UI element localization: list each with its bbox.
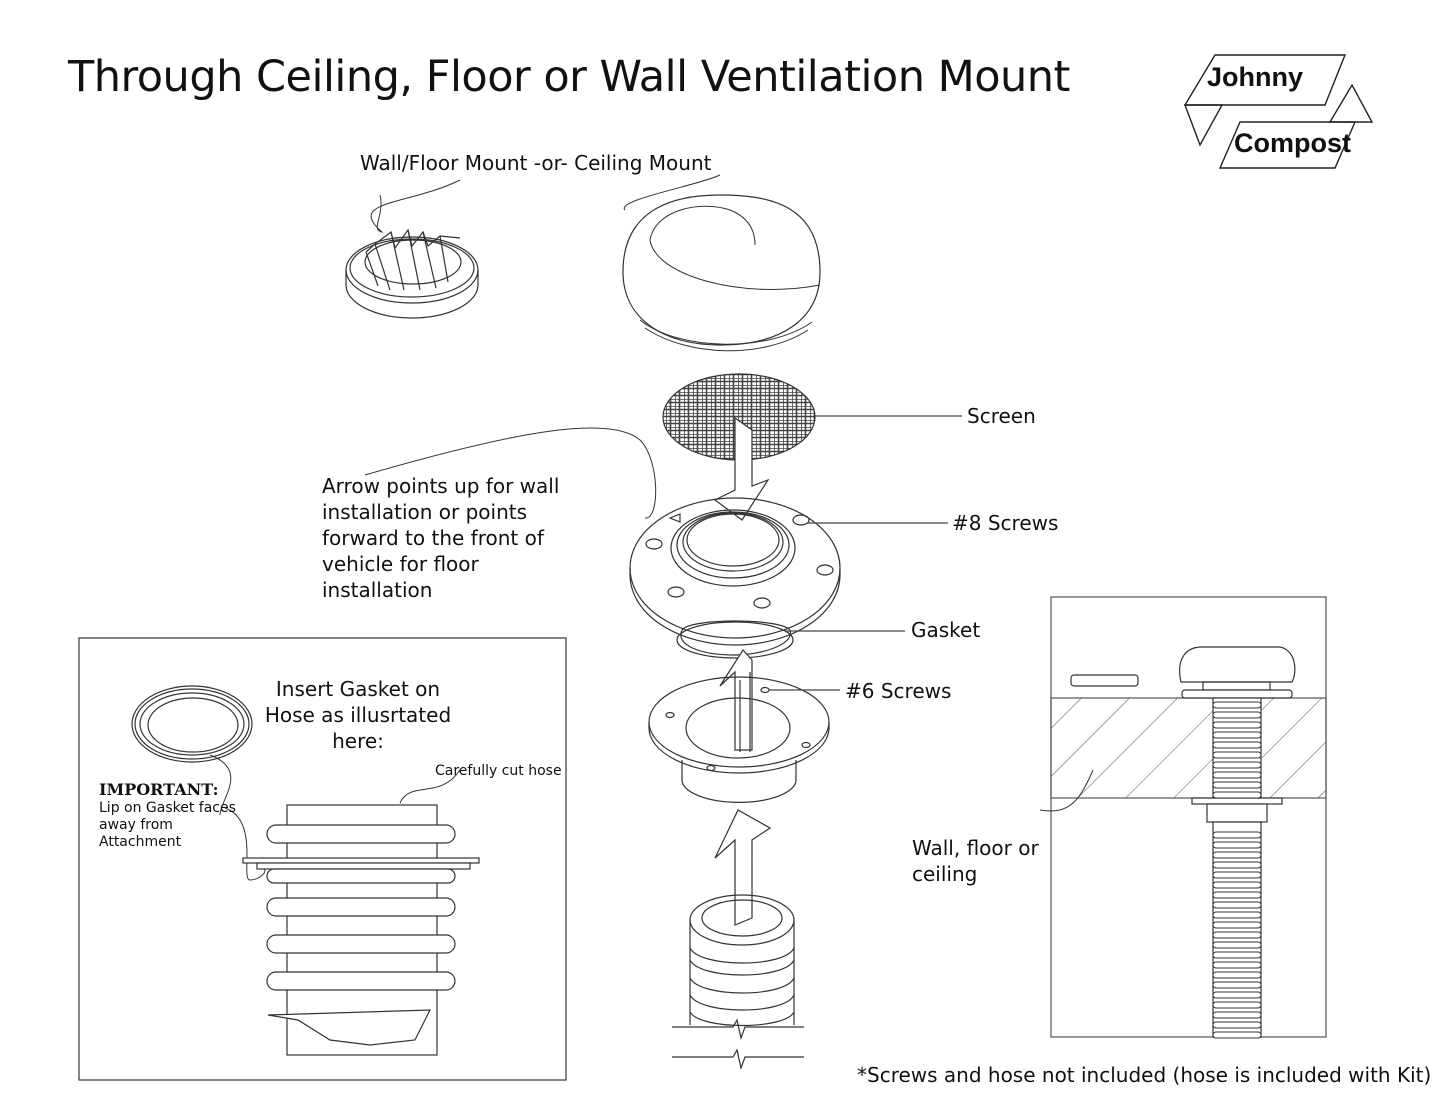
gasket-label: Gasket [911, 618, 981, 642]
inset-heading: Insert Gasket on Hose as illusrtated her… [264, 677, 452, 753]
screw-thread [1212, 741, 1262, 749]
screw-thread [1212, 721, 1262, 729]
wall-floor-mount-part [345, 179, 479, 319]
hose-part [672, 894, 804, 1071]
screw-thread [1212, 911, 1262, 919]
flange-part [364, 427, 948, 646]
direction-arrow-middle [719, 649, 753, 751]
screw-thread [1212, 991, 1262, 999]
gasket-part [676, 620, 905, 659]
screw-thread [1212, 921, 1262, 929]
screw-thread [1212, 871, 1262, 879]
screws6-label: #6 Screws [845, 679, 952, 703]
direction-arrow-upper [713, 416, 770, 521]
hose-adapter-part [648, 672, 840, 803]
screw-thread [1212, 781, 1262, 789]
screw-thread [1212, 761, 1262, 769]
screw-thread [1212, 891, 1262, 899]
screw-thread [1212, 841, 1262, 849]
cut-hose-note: Carefully cut hose [435, 763, 562, 779]
screw-thread [1212, 1001, 1262, 1009]
screw-thread [1212, 851, 1262, 859]
screw-thread [1212, 701, 1262, 709]
screen-label: Screen [967, 404, 1036, 428]
arrow-direction-note: Arrow points up for wall installation or… [322, 474, 560, 602]
logo-text-compost: Compost [1234, 128, 1351, 158]
screw-thread [1212, 791, 1262, 799]
screws8-label: #8 Screws [952, 511, 1059, 535]
screw-thread [1212, 981, 1262, 989]
footnote: *Screws and hose not included (hose is i… [857, 1063, 1432, 1087]
screw-thread [1212, 1021, 1262, 1029]
screw-thread [1212, 831, 1262, 839]
screw-thread [1212, 1011, 1262, 1019]
screw-thread [1212, 771, 1262, 779]
screw-thread [1212, 931, 1262, 939]
gasket-inset-box [78, 637, 567, 1081]
screen-part [662, 373, 962, 461]
ceiling-dome-mount-part [622, 174, 821, 352]
screw-thread [1212, 881, 1262, 889]
screw-thread [1212, 901, 1262, 909]
screw-thread [1212, 941, 1262, 949]
logo-text-johnny: Johnny [1207, 62, 1304, 92]
wall-floor-ceiling-label: Wall, floor or ceiling [912, 836, 1039, 886]
screw-thread [1212, 751, 1262, 759]
mount-options-label: Wall/Floor Mount -or- Ceiling Mount [360, 151, 712, 175]
diagram-title: Through Ceiling, Floor or Wall Ventilati… [68, 52, 1070, 102]
screw-cross-section: (function(){ var g = document.currentScr… [1039, 596, 1327, 1039]
screw-thread [1212, 731, 1262, 739]
screw-thread [1212, 711, 1262, 719]
important-label: IMPORTANT: [99, 780, 219, 799]
screw-thread [1212, 961, 1262, 969]
direction-arrow-lower [714, 809, 772, 926]
screw-thread [1212, 1031, 1262, 1039]
johnny-compost-logo [1183, 54, 1374, 169]
important-text: Lip on Gasket faces away from Attachment [99, 800, 236, 850]
screw-thread [1212, 861, 1262, 869]
screw-thread [1212, 971, 1262, 979]
screw-thread [1212, 951, 1262, 959]
